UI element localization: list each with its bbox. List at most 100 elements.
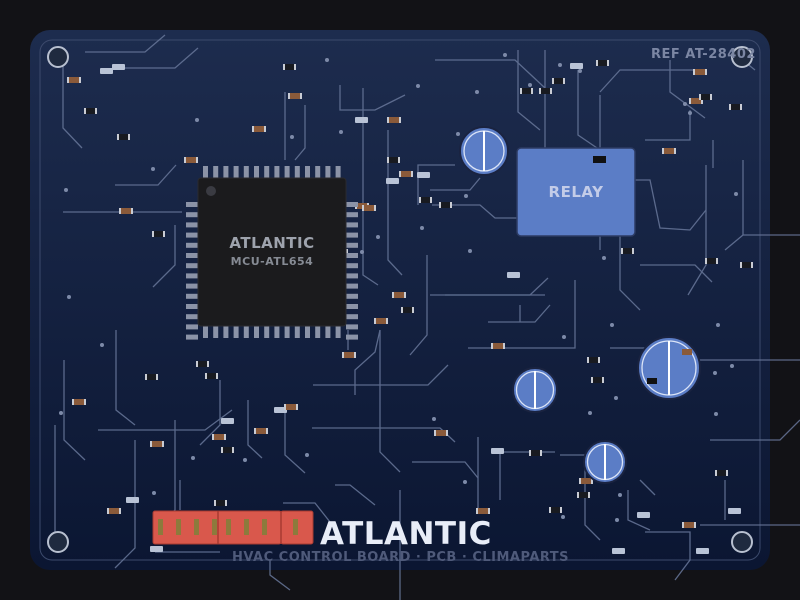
chip-pin — [284, 326, 290, 338]
via — [376, 235, 380, 239]
mounting-hole-top-left — [47, 46, 69, 68]
ic-pad — [401, 307, 403, 313]
mounting-hole-bottom-right — [731, 531, 753, 553]
resistor-pad — [254, 428, 256, 434]
via — [456, 132, 460, 136]
chip-pins — [186, 166, 358, 340]
ic-pad — [550, 88, 552, 94]
ic-small — [550, 507, 561, 513]
ic-small — [118, 134, 129, 140]
chip-pin — [223, 326, 229, 338]
resistor — [185, 157, 197, 163]
capacitors — [459, 126, 701, 484]
chip-pin — [346, 212, 358, 218]
capacitor-smd — [221, 418, 234, 424]
resistor-pad — [374, 318, 376, 324]
resistor-pad — [224, 434, 226, 440]
ic-small — [197, 361, 208, 367]
via — [688, 111, 692, 115]
capacitor — [583, 440, 627, 484]
resistor-pad — [399, 171, 401, 177]
via — [325, 58, 329, 62]
ic-small — [730, 104, 741, 110]
capacitor-smd — [507, 272, 520, 278]
ic-pad — [539, 88, 541, 94]
ic-small — [540, 88, 551, 94]
ic-small — [284, 64, 295, 70]
ic-pad — [128, 134, 130, 140]
resistor-pad — [119, 208, 121, 214]
board-subtitle: HVAC CONTROL BOARD · PCB · CLIMAPARTS — [232, 550, 570, 565]
relay-component — [516, 147, 636, 237]
chip-pin — [186, 202, 198, 207]
chip-pin — [186, 253, 198, 258]
chip-pin — [346, 283, 358, 289]
via — [290, 135, 294, 139]
via — [558, 63, 562, 67]
chip-pin — [186, 324, 198, 330]
resistor — [400, 171, 412, 177]
ic-pad — [205, 373, 207, 379]
resistor-pad — [342, 352, 344, 358]
resistor — [285, 404, 297, 410]
chip-part-number: MCU-ATL654 — [230, 255, 314, 268]
capacitor-smd — [612, 548, 625, 554]
via — [243, 458, 247, 462]
resistor — [151, 441, 163, 447]
chip-pin — [186, 263, 198, 269]
chip-pin1-marker — [206, 186, 216, 196]
ic-pad — [699, 94, 701, 100]
resistor-pad — [694, 522, 696, 528]
resistor — [388, 117, 400, 123]
ic-pad — [225, 500, 227, 506]
ic-small — [402, 307, 413, 313]
resistor-pad — [264, 126, 266, 132]
ic-pad — [450, 202, 452, 208]
chip-pin — [325, 326, 331, 338]
resistor-pad — [491, 343, 493, 349]
via — [602, 256, 606, 260]
chip-pin — [335, 166, 341, 178]
via — [339, 130, 343, 134]
ic-pad — [196, 361, 198, 367]
via — [464, 194, 468, 198]
resistor-pad — [386, 318, 388, 324]
ic-pad — [439, 202, 441, 208]
ic-small — [85, 108, 96, 114]
ic-pad — [163, 231, 165, 237]
ic-small — [716, 470, 727, 476]
via — [195, 118, 199, 122]
chip-pin — [264, 326, 270, 338]
ic-small — [521, 88, 532, 94]
ic-pad — [552, 78, 554, 84]
chip-pin — [315, 326, 321, 338]
via — [588, 411, 592, 415]
ic-pad — [598, 357, 600, 363]
resistor-pad — [184, 157, 186, 163]
chip-pin — [346, 253, 358, 258]
ic-pad — [398, 157, 400, 163]
chip-pin — [294, 166, 300, 178]
resistor-pad — [119, 508, 121, 514]
resistor — [375, 318, 387, 324]
chip-pin — [346, 232, 358, 238]
ic-pad — [596, 60, 598, 66]
chip-pin — [335, 326, 341, 338]
via — [191, 456, 195, 460]
chip-pin — [346, 334, 358, 340]
capacitor-smd — [126, 497, 139, 503]
ic-pad — [412, 307, 414, 313]
ic-pad — [346, 249, 348, 255]
resistor — [580, 478, 592, 484]
via — [610, 323, 614, 327]
ic-pad — [145, 374, 147, 380]
chip-pin — [274, 326, 280, 338]
via — [615, 518, 619, 522]
terminal-block — [152, 510, 314, 545]
resistor-pad — [162, 441, 164, 447]
via — [67, 295, 71, 299]
ic-pad — [387, 157, 389, 163]
chip-pin — [346, 242, 358, 248]
chip-pin — [315, 166, 321, 178]
resistor — [690, 98, 702, 104]
